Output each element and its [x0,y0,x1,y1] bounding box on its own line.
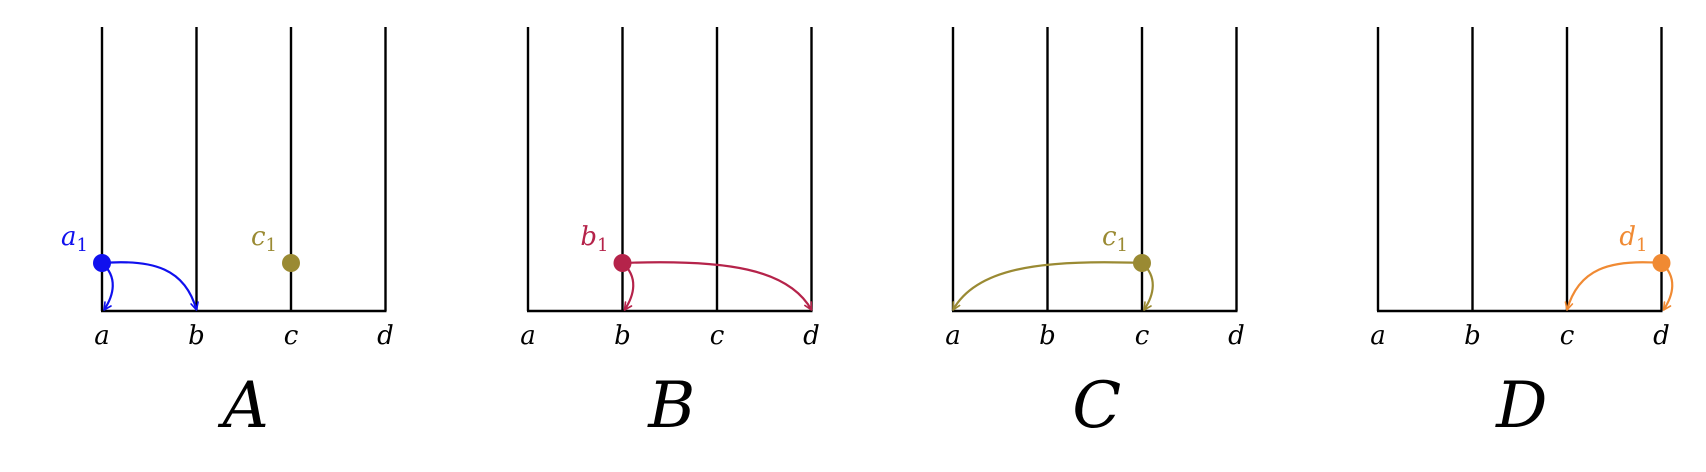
axis-label-d: d [377,321,394,351]
axis-label-a: a [520,321,536,351]
axis-label-d: d [803,321,820,351]
panel-caption: C [1072,369,1121,443]
panel-a: a b c d a1 c1A [61,27,394,443]
point-label-b1: b1 [580,222,608,256]
point-c1 [1133,254,1151,272]
arrow-a-to-b [101,261,199,311]
axis-label-d: d [1228,321,1245,351]
panel-caption: D [1495,369,1547,443]
arrow-d-to-c [1564,261,1662,311]
panel-c: a b c d c1C [945,27,1245,443]
axis-label-c: c [1135,321,1150,351]
point-label-d1: d1 [1619,222,1647,256]
point-label-c1: c1 [1102,222,1128,256]
point-c1 [282,254,300,272]
panel-d: a b c d d1D [1370,27,1674,443]
arrow-c-to-a [952,261,1143,311]
panel-b: a b c d b1B [520,27,820,443]
point-a1 [93,254,111,272]
arrow-b-to-d [622,261,813,311]
axis-label-c: c [1560,321,1575,351]
panel-caption: B [647,369,695,443]
point-label-c1: c1 [251,222,277,256]
axis-label-d: d [1653,321,1670,351]
point-d1 [1652,254,1671,272]
axis-label-b: b [1039,321,1056,351]
point-label-a1: a1 [61,222,88,256]
axis-label-c: c [284,321,299,351]
axis-label-b: b [188,321,205,351]
axis-label-a: a [94,321,110,351]
point-b1 [613,254,632,272]
axis-label-b: b [1464,321,1481,351]
panel-caption: A [218,369,269,443]
axis-label-a: a [1370,321,1386,351]
axis-label-c: c [710,321,725,351]
axis-label-a: a [945,321,961,351]
axis-label-b: b [614,321,631,351]
